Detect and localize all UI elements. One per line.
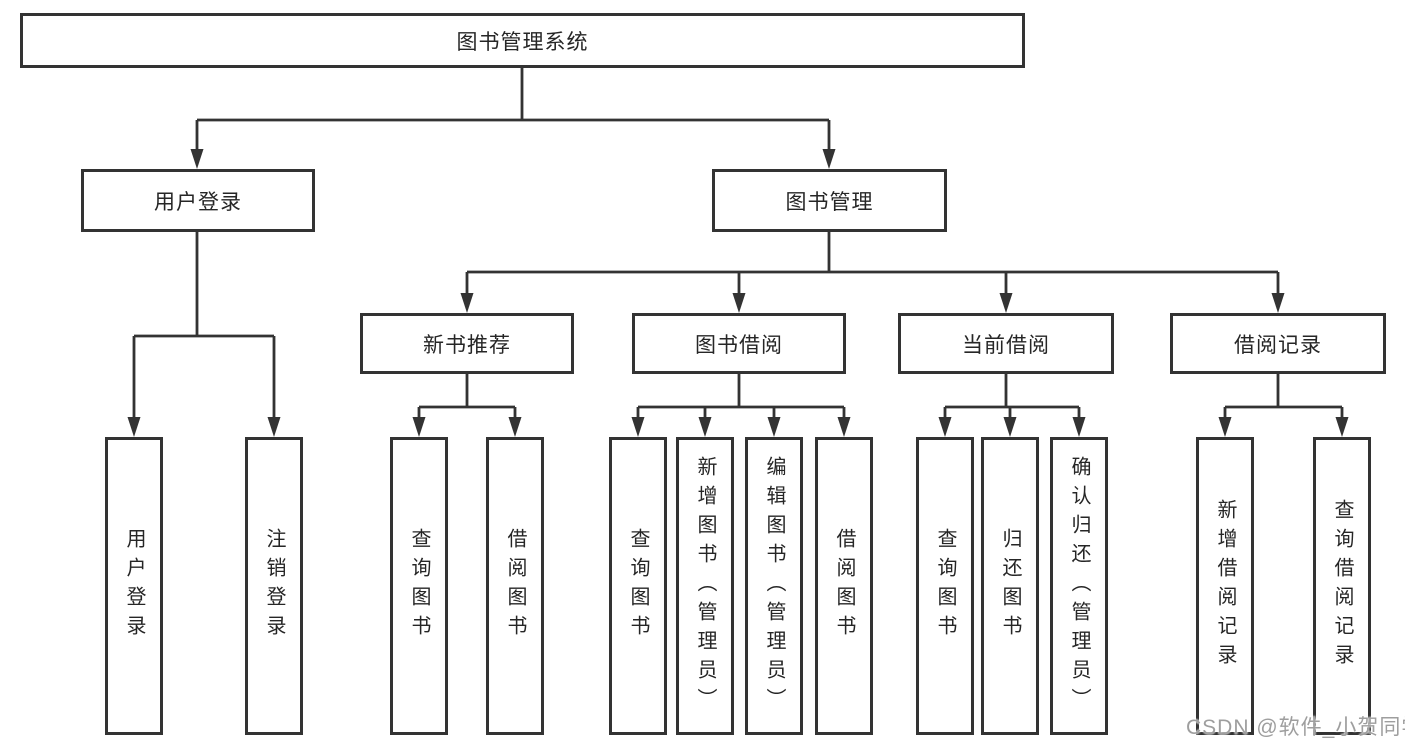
arrow-down-icon bbox=[938, 417, 952, 437]
arrow-down-icon bbox=[767, 417, 781, 437]
node-user-login: 用户登录 bbox=[81, 169, 315, 232]
connector-path bbox=[132, 68, 1344, 423]
arrow-down-icon bbox=[837, 417, 851, 437]
leaf-query-books-current: 查询图书 bbox=[916, 437, 974, 735]
arrow-down-icon bbox=[732, 293, 746, 313]
node-borrow-records: 借阅记录 bbox=[1170, 313, 1386, 374]
arrow-down-icon bbox=[190, 149, 204, 169]
leaf-edit-books-admin: 编辑图书（管理员） bbox=[745, 437, 803, 735]
arrow-down-icon bbox=[698, 417, 712, 437]
leaf-confirm-return-admin: 确认归还（管理员） bbox=[1050, 437, 1108, 735]
leaf-query-borrow-record: 查询借阅记录 bbox=[1313, 437, 1371, 735]
arrowheads bbox=[127, 149, 1349, 437]
node-current-borrow: 当前借阅 bbox=[898, 313, 1114, 374]
leaf-return-books: 归还图书 bbox=[981, 437, 1039, 735]
node-new-book-recommend: 新书推荐 bbox=[360, 313, 574, 374]
arrow-down-icon bbox=[822, 149, 836, 169]
arrow-down-icon bbox=[1218, 417, 1232, 437]
arrow-down-icon bbox=[127, 417, 141, 437]
arrow-down-icon bbox=[999, 293, 1013, 313]
arrow-down-icon bbox=[267, 417, 281, 437]
arrow-down-icon bbox=[631, 417, 645, 437]
arrow-down-icon bbox=[1271, 293, 1285, 313]
arrow-down-icon bbox=[1335, 417, 1349, 437]
leaf-borrow-books: 借阅图书 bbox=[815, 437, 873, 735]
leaf-user-login: 用户登录 bbox=[105, 437, 163, 735]
leaf-borrow-books-recommend: 借阅图书 bbox=[486, 437, 544, 735]
leaf-query-books-recommend: 查询图书 bbox=[390, 437, 448, 735]
arrow-down-icon bbox=[460, 293, 474, 313]
arrow-down-icon bbox=[508, 417, 522, 437]
arrow-down-icon bbox=[1003, 417, 1017, 437]
arrow-down-icon bbox=[412, 417, 426, 437]
leaf-add-books-admin: 新增图书（管理员） bbox=[676, 437, 734, 735]
leaf-query-books-borrow: 查询图书 bbox=[609, 437, 667, 735]
node-root-library-system: 图书管理系统 bbox=[20, 13, 1025, 68]
csdn-watermark: CSDN @软件_小贺同学 bbox=[1186, 716, 1405, 739]
leaf-logout: 注销登录 bbox=[245, 437, 303, 735]
node-book-management: 图书管理 bbox=[712, 169, 947, 232]
arrow-down-icon bbox=[1072, 417, 1086, 437]
leaf-add-borrow-record: 新增借阅记录 bbox=[1196, 437, 1254, 735]
node-book-borrow: 图书借阅 bbox=[632, 313, 846, 374]
